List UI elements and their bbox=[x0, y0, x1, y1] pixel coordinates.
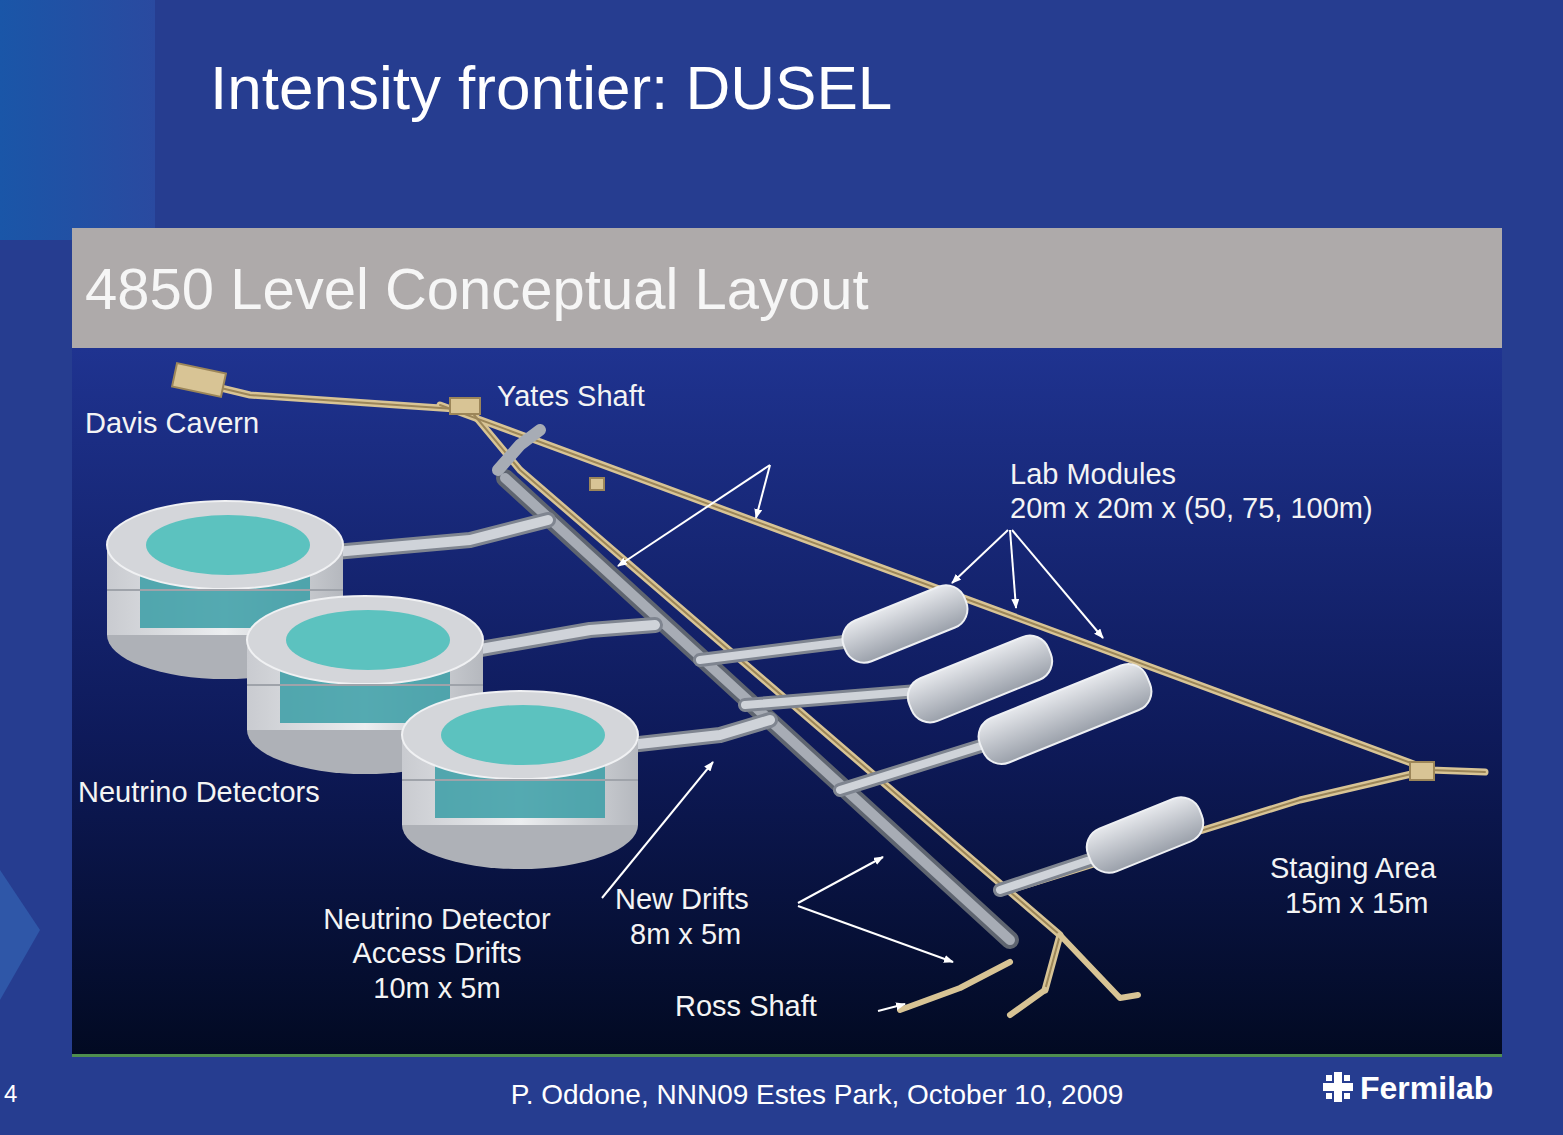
place-label: Neutrino Detectors bbox=[78, 776, 320, 809]
davis-cavern bbox=[172, 363, 226, 397]
place-label: Neutrino Detector Access Drifts bbox=[277, 902, 597, 970]
dimension: 15m x 15m bbox=[1285, 887, 1428, 920]
image-ground bbox=[72, 348, 1502, 1055]
image-bottom-rule bbox=[72, 1054, 1502, 1057]
place-label: Yates Shaft bbox=[497, 380, 645, 413]
place-label: Staging Area bbox=[1270, 852, 1436, 885]
place-label: Lab Modules bbox=[1010, 458, 1176, 491]
small-cavity bbox=[590, 478, 604, 490]
leader-lines bbox=[602, 465, 1103, 1011]
footer-logo-text: Fermilab bbox=[1360, 1070, 1493, 1107]
dimension: 8m x 5m bbox=[630, 918, 741, 951]
staging-area bbox=[1410, 762, 1434, 780]
tunnels bbox=[200, 383, 1485, 1015]
place-label: Davis Cavern bbox=[85, 407, 259, 440]
left-wedge bbox=[0, 870, 40, 1000]
yates-shaft bbox=[450, 398, 480, 414]
dimension: 20m x 20m x (50, 75, 100m) bbox=[1010, 492, 1373, 525]
dimension: 10m x 5m bbox=[277, 972, 597, 1005]
left-strip bbox=[0, 0, 155, 240]
band-heading: 4850 Level Conceptual Layout bbox=[72, 255, 869, 322]
slide-number: 4 bbox=[4, 1080, 17, 1108]
neutrino-detectors bbox=[107, 501, 638, 869]
place-label: Ross Shaft bbox=[675, 990, 817, 1023]
lab-modules bbox=[836, 579, 1209, 879]
slide-title: Intensity frontier: DUSEL bbox=[210, 52, 892, 123]
fermilab-logo bbox=[1323, 1072, 1353, 1102]
header-band: 4850 Level Conceptual Layout bbox=[72, 228, 1502, 348]
place-label: New Drifts bbox=[615, 883, 749, 916]
footer-credit: P. Oddone, NNN09 Estes Park, October 10,… bbox=[380, 1079, 1254, 1111]
access-drifts bbox=[335, 520, 1090, 890]
